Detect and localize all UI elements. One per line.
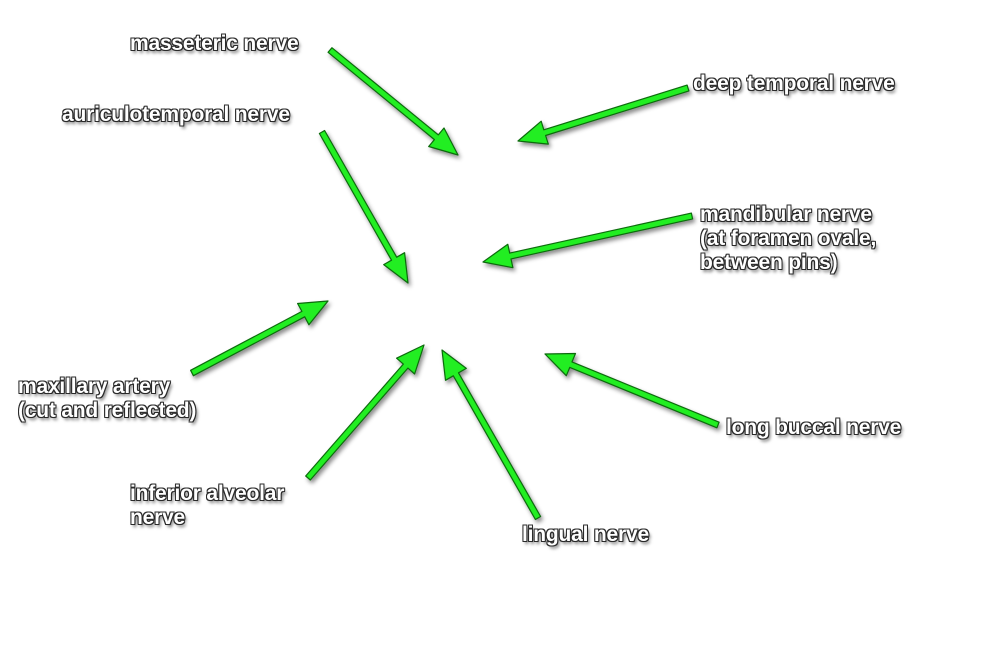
- arrow-mandibular-nerve: [482, 212, 694, 269]
- label-mandibular-nerve: mandibular nerve (at foramen ovale, betw…: [700, 203, 877, 274]
- arrow-auriculotemporal-nerve: [318, 129, 409, 284]
- arrow-masseteric-nerve: [327, 47, 459, 156]
- label-masseteric-nerve: masseteric nerve: [130, 32, 299, 55]
- label-lingual-nerve: lingual nerve: [522, 523, 649, 546]
- arrow-inferior-alveolar-nerve: [305, 344, 425, 481]
- arrow-deep-temporal-nerve: [517, 84, 690, 145]
- arrow-lingual-nerve: [441, 349, 542, 521]
- arrow-long-buccal-nerve: [544, 352, 720, 429]
- label-maxillary-artery: maxillary artery (cut and reflected): [18, 375, 197, 422]
- label-auriculotemporal-nerve: auriculotemporal nerve: [62, 103, 290, 126]
- label-deep-temporal-nerve: deep temporal nerve: [693, 72, 895, 95]
- label-inferior-alveolar-nerve: inferior alveolar nerve: [130, 482, 285, 529]
- arrow-maxillary-artery: [190, 300, 329, 377]
- label-long-buccal-nerve: long buccal nerve: [726, 416, 902, 439]
